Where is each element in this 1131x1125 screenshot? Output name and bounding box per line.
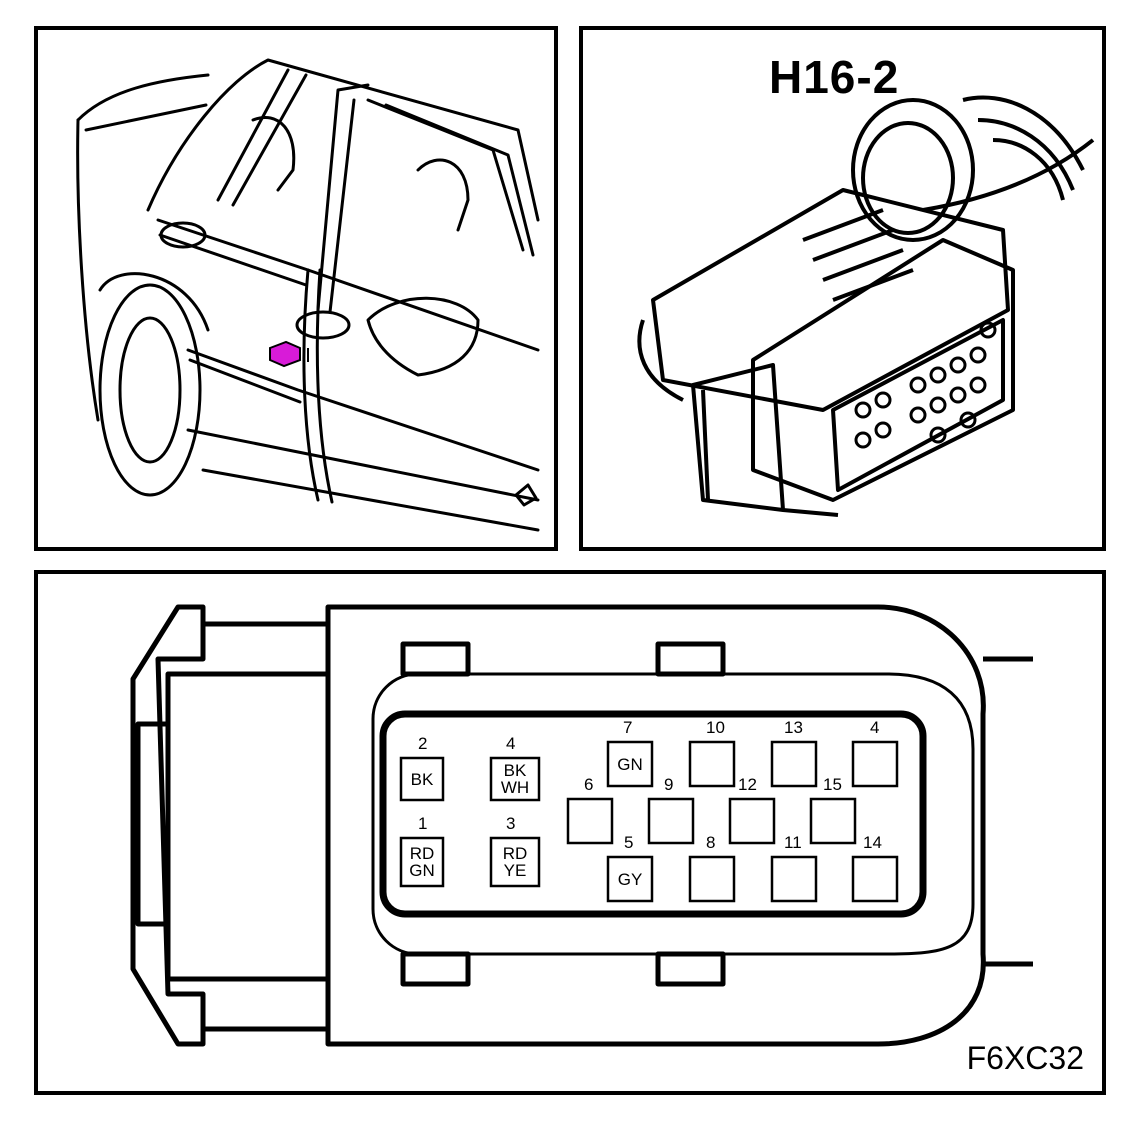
connector-face-outline — [130, 604, 1033, 1047]
pin-number: 3 — [506, 814, 515, 833]
connector-location-marker — [269, 340, 309, 368]
car-door-illustration — [76, 58, 540, 532]
pin-7-cavity: 7GN — [606, 718, 654, 788]
pin-box — [606, 855, 654, 903]
connector-view-panel: H16-2 — [579, 26, 1106, 551]
pin-box — [399, 756, 445, 802]
pin-wire-color: GN — [409, 861, 435, 880]
pin-box — [489, 836, 541, 888]
pin-number: 4 — [506, 734, 515, 753]
pin-number: 6 — [584, 775, 593, 794]
connector-3d-illustration — [637, 95, 1095, 517]
pin-number: 14 — [863, 833, 882, 852]
pin-number: 2 — [418, 734, 427, 753]
pin-box — [566, 797, 614, 845]
pin-box — [770, 740, 818, 788]
pin-box — [851, 740, 899, 788]
pin-box — [606, 740, 654, 788]
pin-number: 5 — [624, 833, 633, 852]
pin-box — [647, 797, 695, 845]
pin-number: 9 — [664, 775, 673, 794]
pin-9-cavity: 9 — [647, 775, 695, 845]
pin-15-cavity: 15 — [809, 775, 857, 845]
pin-12-cavity: 12 — [728, 775, 776, 845]
pin-wire-color: YE — [504, 861, 527, 880]
pin-13-cavity: 13 — [770, 718, 818, 788]
pin-number: 12 — [738, 775, 757, 794]
pin-box — [688, 855, 736, 903]
pin-wire-color: BK — [504, 761, 527, 780]
pin-number: 7 — [623, 718, 632, 737]
pin-wire-color: GY — [618, 870, 643, 889]
pin-number: 11 — [784, 833, 802, 852]
pin-number: 10 — [706, 718, 725, 737]
pin-box — [770, 855, 818, 903]
pin-number: 8 — [706, 833, 715, 852]
pin-number: 1 — [418, 814, 427, 833]
pin-4-cavity: 4 — [851, 718, 899, 788]
pin-box — [688, 740, 736, 788]
pin-box — [851, 855, 899, 903]
pin-wire-color: WH — [501, 778, 529, 797]
car-location-panel — [34, 26, 558, 551]
figure-code: F6XC32 — [966, 1040, 1084, 1076]
pin-box — [399, 836, 445, 888]
pin-14-cavity: 14 — [851, 833, 899, 903]
pin-wire-color: RD — [503, 844, 528, 863]
pin-10-cavity: 10 — [688, 718, 736, 788]
pin-number: 15 — [823, 775, 842, 794]
pin-wire-color: BK — [411, 770, 434, 789]
pin-2-cavity: 2BK — [399, 734, 445, 802]
pin-number: 4 — [870, 718, 879, 737]
pin-box — [489, 756, 541, 802]
pin-8-cavity: 8 — [688, 833, 736, 903]
connector-title: H16-2 — [769, 51, 900, 103]
pin-5-cavity: 5GY — [606, 833, 654, 903]
pin-box — [728, 797, 776, 845]
pin-wire-color: GN — [617, 755, 643, 774]
pin-wire-color: RD — [410, 844, 435, 863]
pin-number: 13 — [784, 718, 803, 737]
pin-6-cavity: 6 — [566, 775, 614, 845]
connector-face-cavities — [854, 321, 997, 449]
pin-11-cavity: 11 — [770, 833, 818, 903]
pin-box — [809, 797, 857, 845]
